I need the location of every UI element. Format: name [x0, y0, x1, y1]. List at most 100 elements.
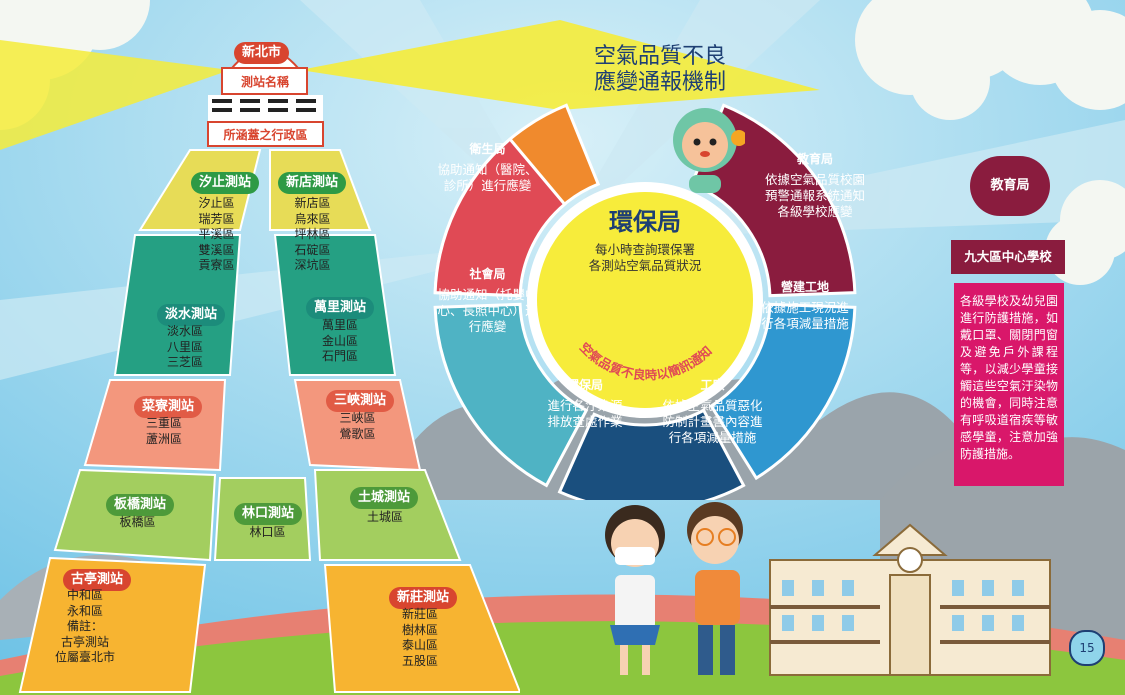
station-badge: 淡水測站	[157, 304, 226, 326]
center-desc-line-1: 每小時查詢環保署	[594, 242, 695, 257]
district-name: 泰山區	[401, 638, 438, 652]
page-title: 空氣品質不良 應變通報機制	[575, 44, 745, 96]
district-name: 平溪區	[198, 227, 235, 241]
station-badge: 汐止測站	[191, 172, 260, 194]
segment-title: 社會局	[469, 267, 506, 281]
district-name: 新莊區	[401, 607, 438, 621]
tower-coverage-label: 所涵蓋之行政區	[223, 128, 308, 142]
station-districts: 中和區永和區備註：古亭測站位屬臺北市	[45, 588, 125, 666]
station-badge: 古亭測站	[63, 569, 132, 591]
right-panel-badge	[970, 156, 1050, 216]
station-districts: 板橋區	[100, 515, 175, 531]
station-badge: 菜寮測站	[134, 396, 203, 418]
district-name: 樹林區	[401, 622, 438, 637]
segment-description-line: 依據空氣品質校園	[764, 172, 865, 187]
segment-description: 進行各汙染源排放查處作業	[535, 398, 635, 430]
right-panel-header: 九大區中心學校	[951, 240, 1065, 274]
segment-description: 依據施工現況進行各項減量措施	[750, 300, 860, 332]
center-title: 環保局	[609, 208, 681, 236]
district-name: 三芝區	[166, 355, 203, 369]
district-name: 石碇區	[294, 242, 331, 257]
station-districts: 三重區蘆洲區	[130, 416, 198, 447]
district-name: 三重區	[145, 416, 182, 430]
center-desc-line-2: 各測站空氣品質狀況	[588, 258, 702, 273]
district-name: 金山區	[321, 333, 358, 348]
segment-title: 工廠	[700, 378, 725, 392]
district-name: 汐止區	[198, 196, 235, 210]
people-and-school	[605, 502, 1051, 676]
tower-city-badge: 新北市	[234, 42, 290, 64]
ring-segment	[433, 302, 589, 488]
district-name: 萬里區	[321, 318, 358, 332]
ring-segment	[709, 302, 857, 481]
ring-segment	[433, 137, 567, 298]
station-badge: 萬里測站	[306, 297, 375, 319]
segment-description: 依據空氣品質惡化防制計畫書內容進行各項減量措施	[650, 398, 775, 446]
segment-description: 協助通知（醫院、診所）進行應變	[430, 162, 545, 194]
district-name: 石門區	[321, 349, 358, 363]
station-badge: 土城測站	[350, 487, 419, 509]
tower-shape	[18, 48, 520, 693]
segment-title: 衛生局	[469, 142, 506, 156]
segment-description-line: 各級學校應變	[777, 204, 853, 219]
district-name: 深坑區	[294, 258, 331, 272]
station-badge: 林口測站	[234, 503, 303, 525]
segment-description-line: 依據空氣品質惡化	[662, 398, 763, 413]
segment-description-line: 心、長照中心）進	[437, 303, 538, 318]
district-name: 瑞芳區	[198, 211, 235, 226]
segment-description-line: 預警通報系統通知	[764, 188, 865, 203]
segment-description-line: 診所）進行應變	[443, 178, 532, 193]
tower-station-label: 測站名稱	[240, 75, 289, 89]
title-line-1: 空氣品質不良	[593, 44, 726, 69]
station-districts: 土城區	[340, 510, 430, 526]
district-name: 古亭測站	[60, 634, 109, 649]
segment-description: 協助通知（托嬰中心、長照中心）進行應變	[425, 287, 550, 335]
center-desc: 每小時查詢環保署 各測站空氣品質狀況	[565, 242, 725, 274]
page-number: 15	[1069, 630, 1105, 666]
district-name: 鶯歌區	[339, 426, 376, 441]
district-name: 貢寮區	[198, 258, 235, 272]
segment-description-line: 協助通知（醫院、	[437, 162, 538, 177]
district-name: 三峽區	[339, 411, 376, 425]
station-districts: 林口區	[230, 525, 305, 541]
district-name: 新店區	[294, 196, 331, 210]
ring-segment	[557, 408, 746, 500]
district-name: 五股區	[401, 653, 438, 668]
station-badge: 三峽測站	[326, 390, 395, 412]
station-districts: 新莊區樹林區泰山區五股區	[380, 607, 460, 669]
segment-title: 營建工地	[780, 280, 829, 294]
district-name: 板橋區	[119, 515, 156, 529]
district-name: 八里區	[166, 339, 203, 354]
segment-description-line: 行應變	[468, 319, 507, 334]
district-name: 中和區	[66, 588, 103, 602]
district-name: 位屬臺北市	[54, 650, 115, 664]
segment-description-line: 依據施工現況進	[761, 300, 849, 315]
right-panel-badge-label: 教育局	[990, 178, 1030, 193]
station-districts: 淡水區八里區三芝區	[150, 324, 220, 371]
segment-description-line: 協助通知（托嬰中	[437, 287, 538, 302]
district-name: 淡水區	[166, 324, 203, 338]
segment-description: 依據空氣品質校園預警通報系統通知各級學校應變	[755, 172, 875, 220]
segment-description-line: 進行各汙染源	[547, 398, 623, 413]
mascot-illustration	[673, 108, 745, 193]
segment-title: 教育局	[796, 152, 833, 166]
district-name: 備註：	[66, 619, 103, 633]
district-name: 永和區	[66, 603, 103, 618]
response-ring: 空氣品質不良時以簡訊通知	[433, 103, 857, 500]
segment-description-line: 行各項減量措施	[668, 430, 757, 445]
segment-description-line: 防制計畫書內容進	[662, 414, 763, 429]
district-name: 蘆洲區	[145, 431, 182, 446]
right-panel-body: 各級學校及幼兒園進行防護措施，如戴口罩、關閉門窗及避免戶外課程等，以減少學童接觸…	[954, 283, 1064, 486]
station-badge: 新莊測站	[389, 587, 458, 609]
segment-description-line: 排放查處作業	[547, 414, 623, 429]
segment-description-line: 行各項減量措施	[761, 316, 849, 331]
district-name: 土城區	[366, 510, 403, 524]
station-districts: 萬里區金山區石門區	[300, 318, 380, 365]
segment-title: 環保局	[566, 378, 603, 392]
station-badge: 板橋測站	[106, 494, 175, 516]
district-name: 林口區	[249, 525, 286, 539]
district-name: 烏來區	[294, 211, 331, 226]
district-name: 雙溪區	[198, 242, 235, 257]
station-districts: 三峽區鶯歌區	[320, 411, 395, 442]
station-districts: 新店區烏來區坪林區石碇區深坑區	[280, 196, 345, 274]
